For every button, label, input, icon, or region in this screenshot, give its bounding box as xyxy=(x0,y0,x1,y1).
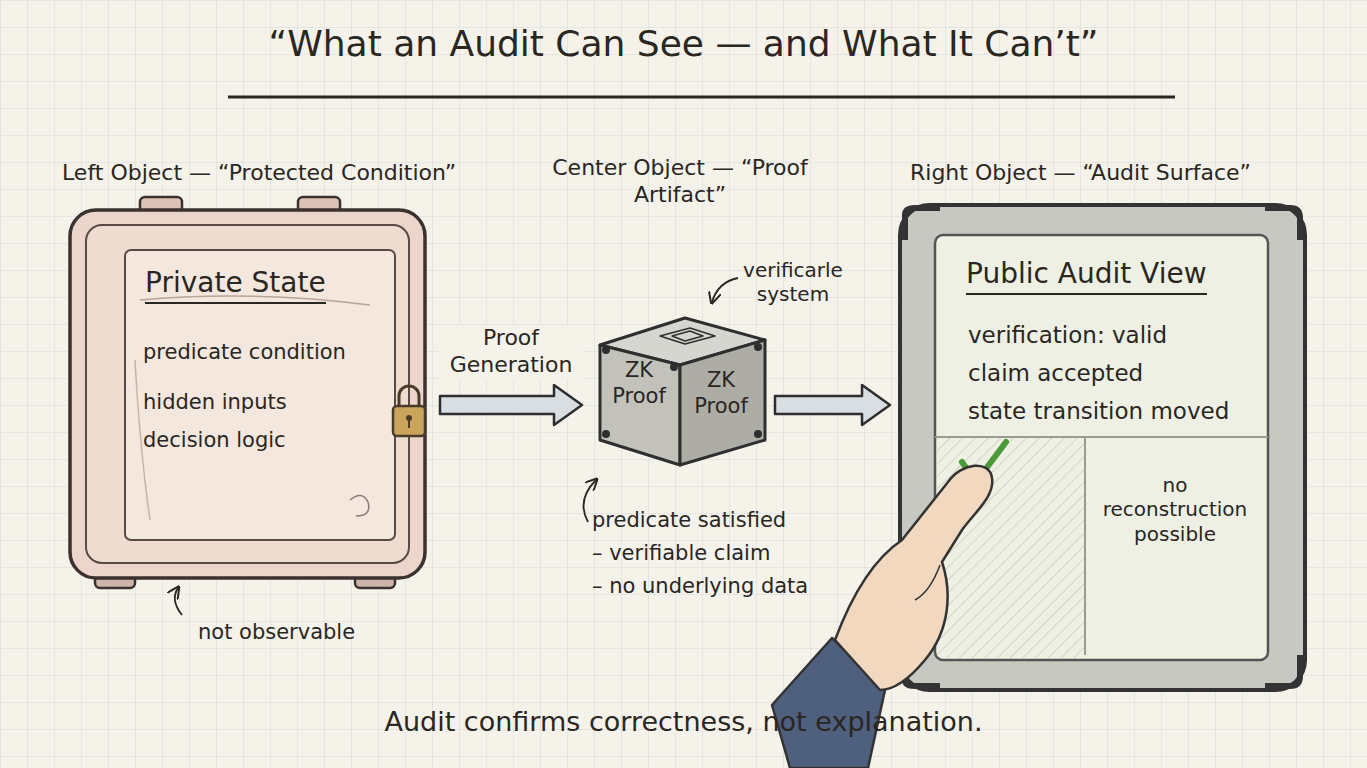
callout-note: – verifiable claim xyxy=(592,541,770,567)
proof-cube: Center Object — “Proof Artifact”ZK Proof… xyxy=(590,300,770,470)
object-heading: Center Object — “Proof Artifact” xyxy=(545,155,815,209)
case-illustration xyxy=(125,250,395,540)
status-line: state transition moved xyxy=(968,397,1229,425)
cube-illustration xyxy=(604,432,609,437)
face-label: ZK Proof xyxy=(604,358,674,409)
cube-illustration xyxy=(680,340,765,465)
tablet-illustration xyxy=(1265,208,1300,240)
tablet-illustration xyxy=(1265,655,1300,686)
tablet-illustration xyxy=(905,208,940,240)
case-illustration xyxy=(408,420,410,428)
case-illustration xyxy=(86,225,409,563)
cube-illustration xyxy=(756,345,761,350)
status-line: claim accepted xyxy=(968,359,1143,387)
callout-note: not observable xyxy=(198,620,355,646)
panel-line: decision logic xyxy=(143,428,286,454)
screen-heading: Public Audit View xyxy=(966,257,1207,295)
case-illustration xyxy=(399,386,419,408)
case-illustration xyxy=(393,406,425,436)
block-arrow xyxy=(440,385,582,425)
leader-line xyxy=(175,588,182,615)
cube-illustration xyxy=(604,348,609,353)
tablet-illustration xyxy=(900,205,1305,690)
case-illustration xyxy=(70,210,425,578)
diagram-caption: Audit confirms correctness, not explanat… xyxy=(0,706,1367,739)
tablet-illustration xyxy=(935,436,1268,438)
cube-illustration xyxy=(756,432,761,437)
case-illustration xyxy=(350,495,369,516)
status-note: no reconstruction possible xyxy=(1088,473,1262,546)
case-illustration xyxy=(70,197,425,588)
callout-note: – no underlying data xyxy=(592,574,808,600)
leader-line xyxy=(712,278,738,302)
diagram-title: “What an Audit Can See — and What It Can… xyxy=(0,22,1367,66)
edge-label: Proof Generation xyxy=(439,325,583,379)
cube-illustration xyxy=(672,365,677,370)
audit-tablet: Right Object — “Audit Surface”Public Aud… xyxy=(900,205,1310,690)
status-line: verification: valid xyxy=(968,321,1167,349)
block-arrow xyxy=(775,385,890,425)
callout-note: predicate satisfied xyxy=(592,508,786,534)
private-state-panel: Private State predicate condition hidden i… xyxy=(125,250,395,540)
hand-illustration xyxy=(915,565,940,600)
callout-note: verificarle system xyxy=(738,258,848,307)
hand-illustration xyxy=(835,466,992,690)
cube-illustration xyxy=(600,345,680,465)
tablet-illustration xyxy=(900,205,1305,690)
object-heading: Left Object — “Protected Condition” xyxy=(62,160,456,187)
tablet-illustration xyxy=(1084,437,1086,655)
title-underline xyxy=(228,96,1175,99)
panel-heading: Private State xyxy=(145,266,326,304)
protected-case: Private State predicate condition hidden i… xyxy=(65,205,430,585)
face-label: ZK Proof xyxy=(686,368,756,419)
panel-line: hidden inputs xyxy=(143,390,287,416)
cube-illustration xyxy=(600,318,765,465)
object-heading: Right Object — “Audit Surface” xyxy=(910,160,1251,187)
tablet-illustration xyxy=(935,235,1268,660)
panel-line: predicate condition xyxy=(143,340,346,366)
cube-illustration xyxy=(660,328,715,344)
